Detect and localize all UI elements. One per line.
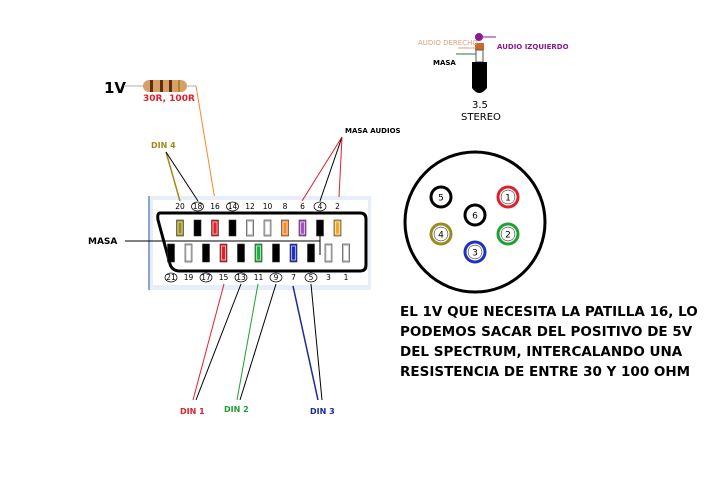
masa-label: MASA	[88, 237, 117, 247]
note-text: EL 1V QUE NECESITA LA PATILLA 16, LO POD…	[400, 304, 698, 380]
jack-size: 3.5	[472, 100, 488, 111]
scart-pin-6	[298, 219, 307, 237]
din-pin-number-6: 6	[472, 212, 478, 222]
jack-audio-derecho: AUDIO DERECHO	[418, 39, 478, 47]
scart-pin-14	[228, 219, 237, 237]
scart-pin-21	[167, 243, 175, 263]
scart-pin-number-10: 10	[263, 202, 273, 211]
scart-pin-number-9: 9	[274, 273, 279, 282]
din-pin-5	[429, 185, 453, 209]
din1-label: DIN 1	[180, 407, 205, 416]
scart-pin-18	[193, 219, 202, 237]
voltage-label: 1V	[104, 79, 126, 97]
scart-pin-13	[237, 243, 245, 263]
scart-pin-number-2: 2	[335, 202, 340, 211]
scart-pin-number-21: 21	[166, 273, 176, 282]
scart-pin-5	[307, 243, 315, 263]
scart-pin-number-13: 13	[236, 273, 246, 282]
din4-label: DIN 4	[151, 141, 176, 150]
masa-audios-label: MASA AUDIOS	[345, 127, 401, 135]
scart-pin-16	[211, 219, 219, 237]
wire-pin16	[195, 85, 216, 201]
scart-pin-number-6: 6	[300, 202, 305, 211]
scart-pin-number-4: 4	[318, 202, 323, 211]
din-pin-number-5: 5	[438, 194, 444, 204]
scart-pin-15	[219, 243, 228, 263]
din-pin-number-1: 1	[505, 194, 511, 204]
din-pin-number-4: 4	[438, 231, 444, 241]
scart-pin-number-3: 3	[326, 273, 331, 282]
scart-pin-20	[176, 219, 184, 237]
jack-audio-izquierdo: AUDIO IZQUIERDO	[497, 43, 569, 51]
scart-pin-number-5: 5	[309, 273, 314, 282]
din-pin-6	[463, 203, 487, 227]
scart-pin-number-1: 1	[344, 273, 349, 282]
scart-pin-number-14: 14	[228, 202, 238, 211]
scart-pin-11	[254, 243, 263, 263]
din-pin-number-2: 2	[505, 231, 511, 241]
resistor-value-label: 30R, 100R	[143, 94, 195, 104]
scart-pin-number-15: 15	[219, 273, 229, 282]
scart-pin-number-7: 7	[291, 273, 296, 282]
scart-pin-number-11: 11	[254, 273, 264, 282]
jack-masa: MASA	[433, 59, 456, 67]
scart-pin-7	[289, 243, 298, 263]
scart-pin-8	[281, 219, 289, 237]
din2-label: DIN 2	[224, 405, 249, 414]
scart-pin-number-20: 20	[175, 202, 185, 211]
scart-pin-number-19: 19	[184, 273, 194, 282]
scart-pin-17	[202, 243, 210, 263]
jack-type: STEREO	[461, 112, 501, 123]
scart-pin-number-8: 8	[283, 202, 288, 211]
scart-pin-number-12: 12	[245, 202, 255, 211]
din3-label: DIN 3	[310, 407, 335, 416]
scart-pin-9	[272, 243, 280, 263]
scart-pin-number-17: 17	[201, 273, 211, 282]
scart-pin-number-18: 18	[193, 202, 203, 211]
resistor	[143, 80, 187, 92]
scart-pin-2	[333, 219, 342, 237]
svg-text:AUDIO DERECHO: AUDIO DERECHO	[418, 39, 478, 47]
scart-pin-number-16: 16	[210, 202, 220, 211]
din-pin-number-3: 3	[472, 249, 478, 259]
stereo-jack	[456, 33, 496, 93]
